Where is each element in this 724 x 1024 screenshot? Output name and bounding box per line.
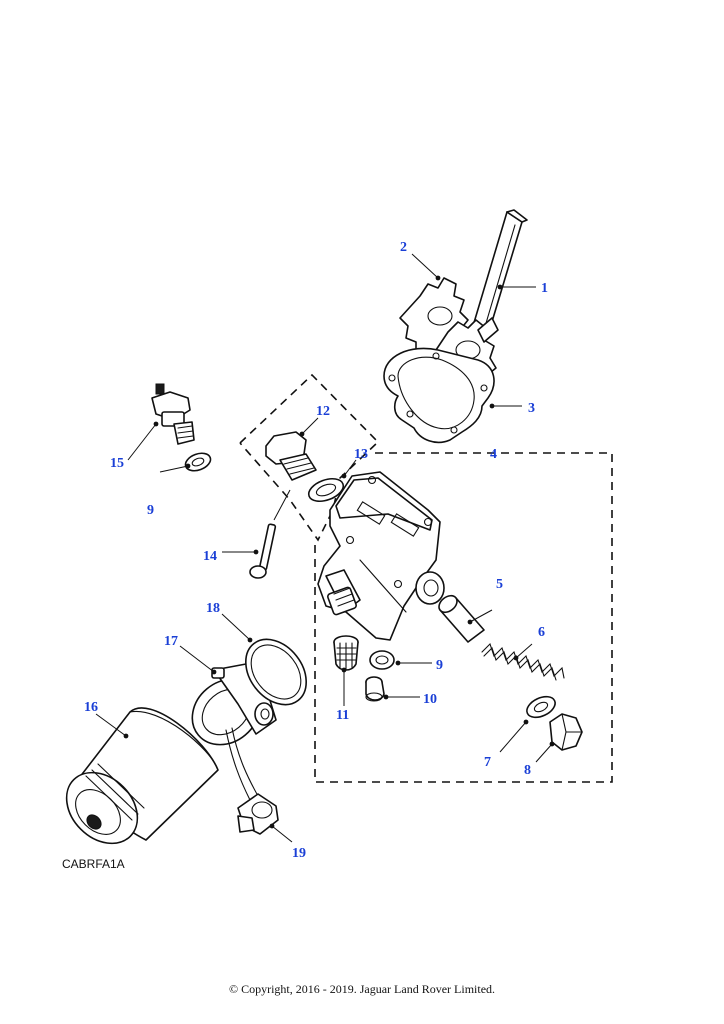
oil-strainer: [333, 635, 359, 671]
pump-body: [317, 471, 445, 641]
relief-valve-plug: [265, 431, 317, 481]
callout-9-lower[interactable]: 9: [436, 658, 443, 673]
figure-code: CABRFA1A: [62, 857, 125, 871]
washer-9-upper: [184, 452, 212, 472]
washer-9-lower: [369, 650, 395, 670]
callout-11[interactable]: 11: [336, 708, 349, 723]
callout-6[interactable]: 6: [538, 625, 545, 640]
callout-16[interactable]: 16: [84, 700, 98, 715]
callout-10[interactable]: 10: [423, 692, 437, 707]
callout-2[interactable]: 2: [400, 240, 407, 255]
washer-7: [526, 695, 556, 719]
callout-19[interactable]: 19: [292, 846, 306, 861]
bolt-14: [249, 489, 291, 579]
callout-14[interactable]: 14: [203, 549, 217, 564]
relief-valve-spring: [481, 642, 565, 681]
oil-filter: [65, 707, 219, 845]
callout-3[interactable]: 3: [528, 401, 535, 416]
copyright-notice: © Copyright, 2016 - 2019. Jaguar Land Ro…: [228, 982, 496, 996]
callout-4[interactable]: 4: [490, 447, 497, 462]
callout-5[interactable]: 5: [496, 577, 503, 592]
pump-gasket: [383, 347, 495, 444]
callout-7[interactable]: 7: [484, 755, 491, 770]
callout-18[interactable]: 18: [206, 601, 220, 616]
assembly-4-boundary: [314, 452, 613, 783]
plug-10: [365, 676, 385, 702]
washer-13: [307, 477, 345, 503]
callout-1[interactable]: 1: [541, 281, 548, 296]
union-adaptor: [237, 793, 279, 835]
relief-valve-group-boundary: [239, 373, 380, 542]
callout-9-upper[interactable]: 9: [147, 503, 154, 518]
callout-8[interactable]: 8: [524, 763, 531, 778]
callout-15[interactable]: 15: [110, 456, 124, 471]
hex-plug-8: [549, 713, 583, 751]
relief-valve-plunger: [438, 594, 485, 643]
o-ring-18: [245, 638, 307, 706]
pump-shaft: [472, 209, 528, 336]
callout-13[interactable]: 13: [354, 447, 368, 462]
callout-12[interactable]: 12: [316, 404, 330, 419]
callout-17[interactable]: 17: [164, 634, 178, 649]
leader-lines: [95, 253, 555, 843]
oil-pressure-switch: [151, 383, 195, 445]
